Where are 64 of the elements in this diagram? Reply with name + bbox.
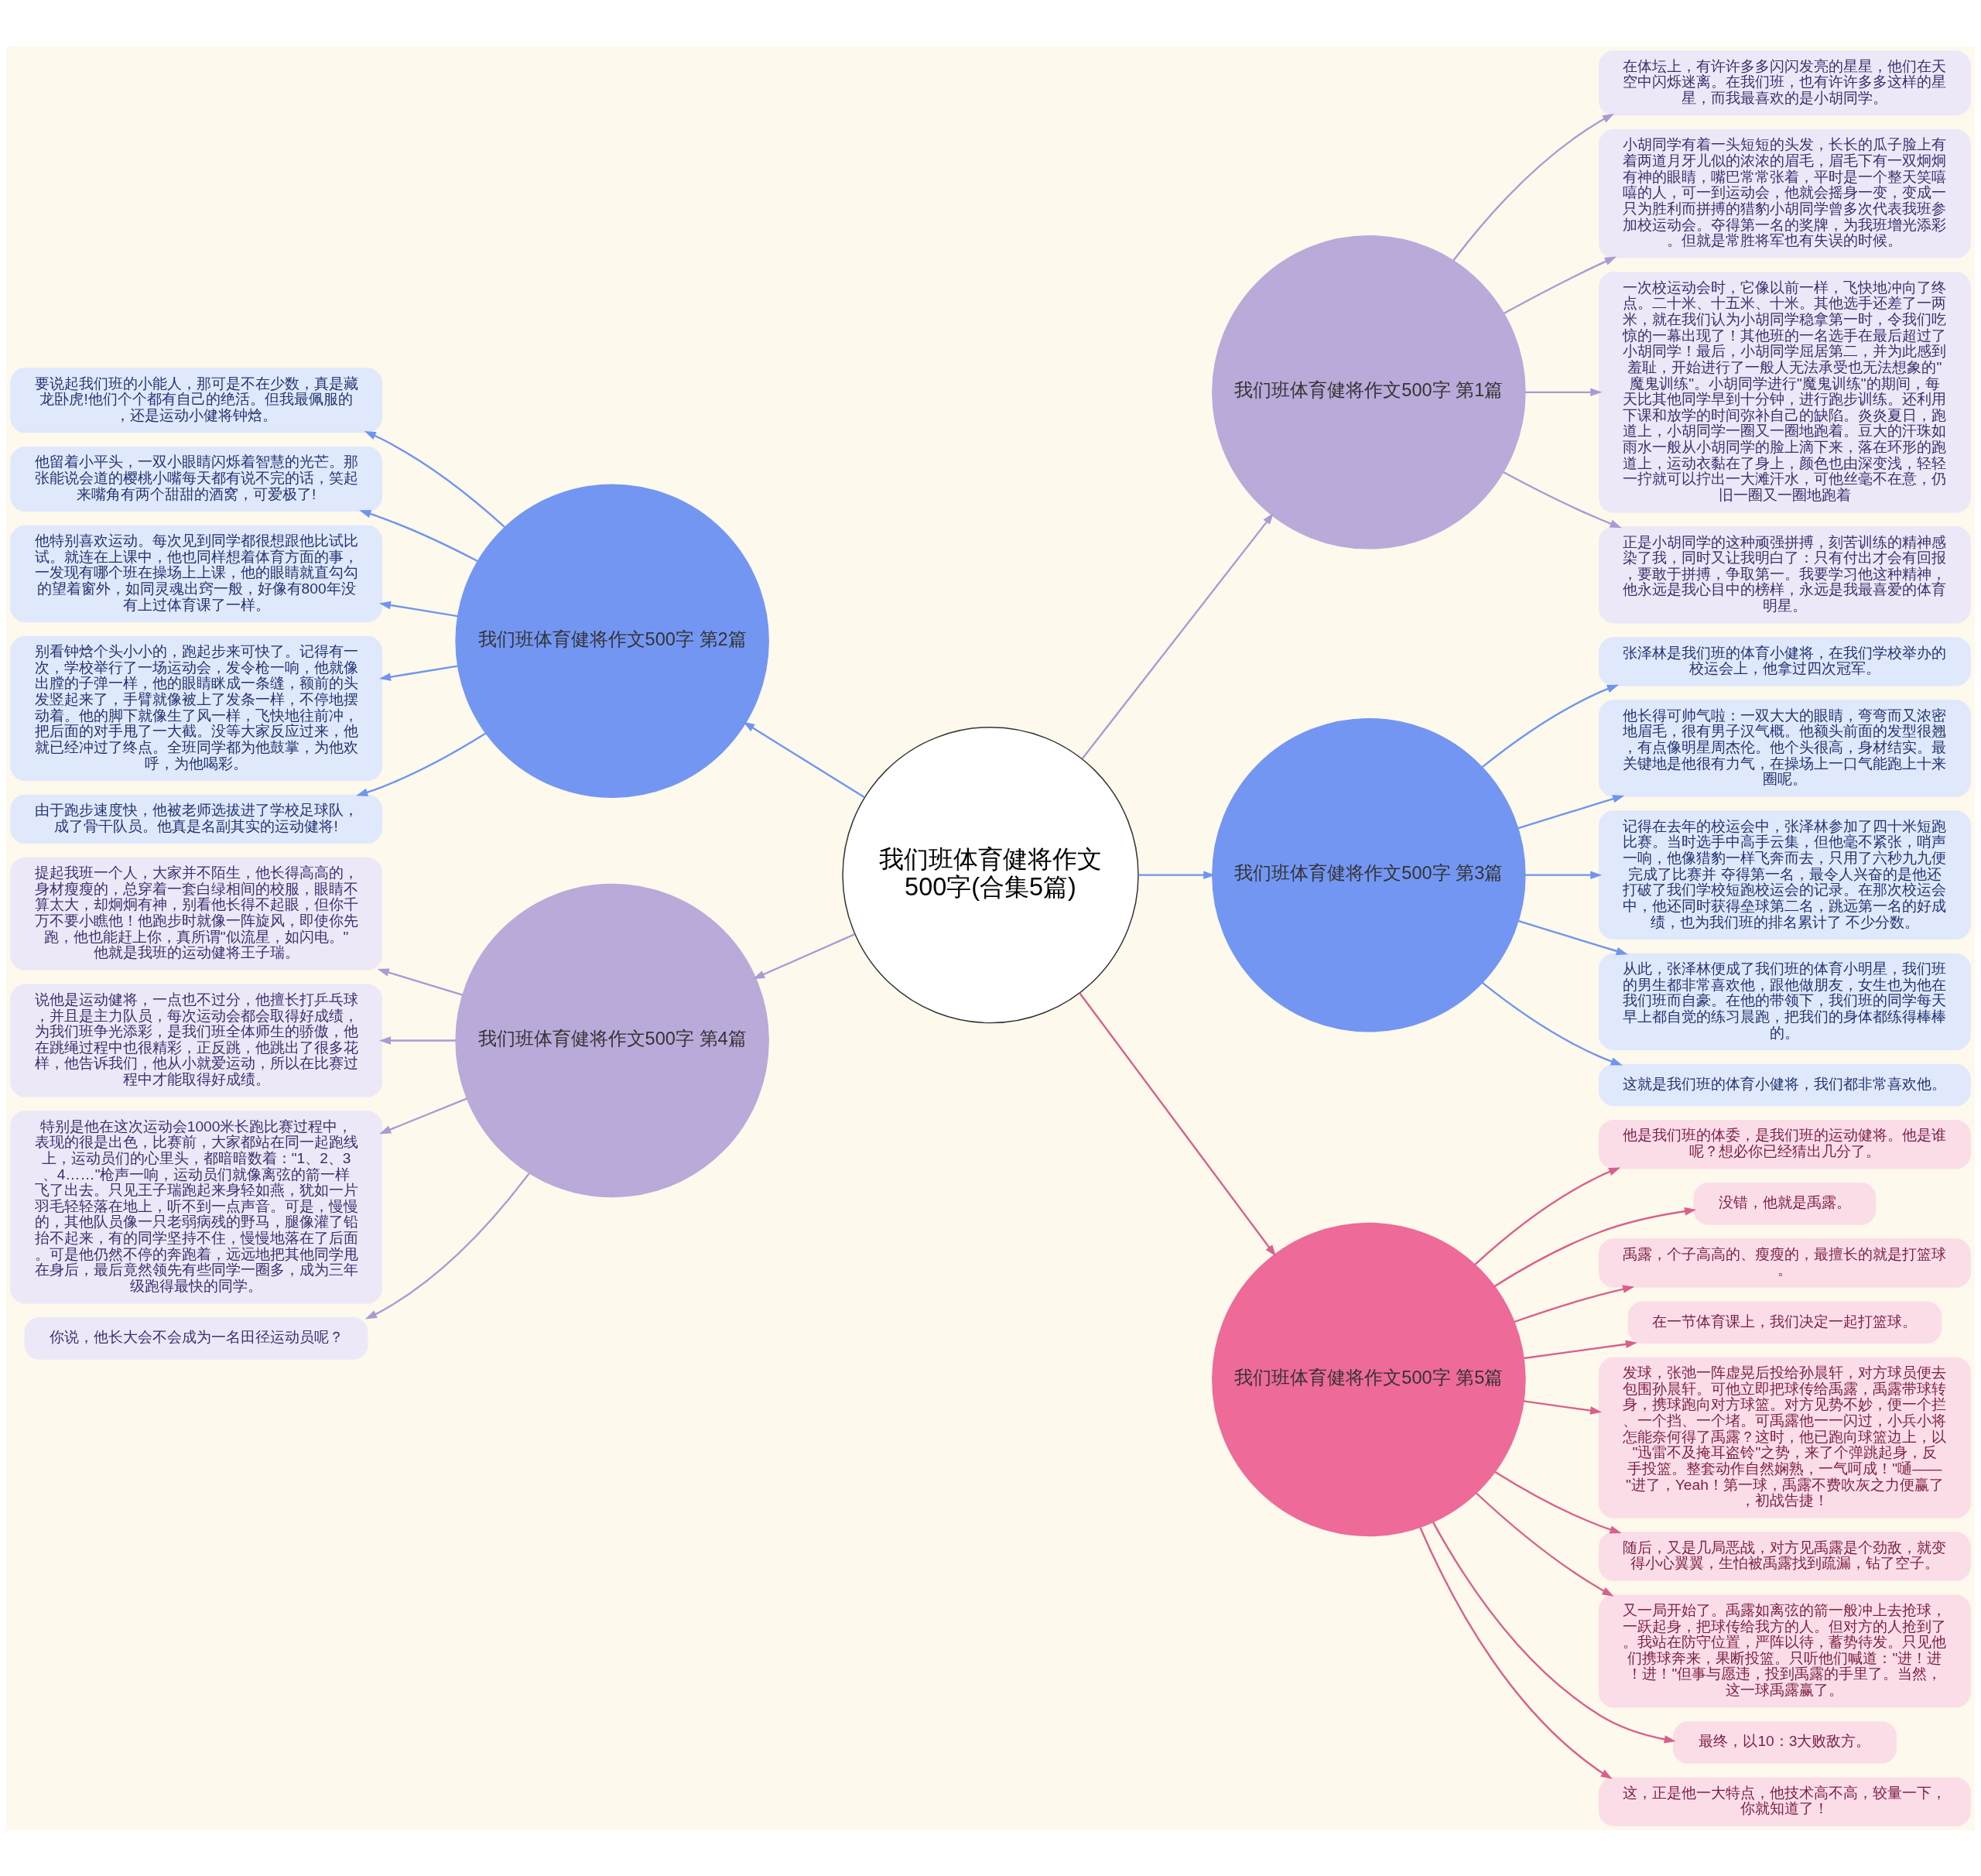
arrow bbox=[1432, 1522, 1676, 1744]
arrow bbox=[378, 664, 458, 681]
arrow bbox=[1474, 1166, 1621, 1265]
node-circle: 我们班体育健将作文500字 第5篇 bbox=[1212, 1222, 1526, 1536]
arrow bbox=[378, 601, 458, 617]
arrow bbox=[378, 1036, 456, 1045]
arrow bbox=[1524, 870, 1603, 879]
node-box: 特别是他在这次运动会1000米长跑比赛过程中，表现的很是出色，比赛前，大家都站在同一起跑线上，运动员们的心里头，都暗暗数着："1、2、3、4……"枪声一响，运动员们就像离弦的箭一样飞了出去。只见王子瑞跑起来身轻如燕，犹如一片羽毛轻轻落在地上，听不到一点声音。可是，慢慢的，其他队员像一只老弱病残的野马，腿像灌了铅抬不起来，有的同学坚持不住，慢慢地落在了后面。可是他仍然不停的奔跑着，远远地把其他同学甩在身后，最后竟然领先有些同学一圈多，成为三年级跑得最快的同学。 bbox=[10, 1110, 382, 1303]
node-box: 你说，他长大会不会成为一名田径运动员呢？ bbox=[24, 1316, 368, 1360]
node-box: 他是我们班的体委，是我们班的运动健将。他是谁呢？想必你已经猜出几分了。 bbox=[1599, 1119, 1971, 1169]
arrow bbox=[1079, 991, 1276, 1257]
node-box: 别看钟焓个头小小的，跑起步来可快了。记得有一次，学校举行了一场运动会，发令枪一响，他就像出膛的子弹一样，他的眼睛眯成一条缝，额前的头发竖起来了，手臂就像被上了发条一样，不停地摆动着。他的脚下就像生了风一样，飞快地往前冲，把后面的对手甩了一大截。没等大家反应过来，他就已经冲过了终点。全班同学都为他鼓掌，为他欢呼，为他喝彩。 bbox=[10, 635, 382, 781]
arrow bbox=[1452, 113, 1615, 261]
node-box: 在一节体育课上，我们决定一起打篮球。 bbox=[1627, 1300, 1942, 1344]
node-box: 禹露，个子高高的、瘦瘦的，最擅长的就是打篮球。 bbox=[1599, 1238, 1971, 1288]
arrow bbox=[1476, 1491, 1614, 1597]
node-box: 记得在去年的校运会中，张泽林参加了四十米短跑比赛。当时选手中高手云集，但他毫不紧张，哨声一响，他像猎豹一样飞奔而去，只用了六秒九九便完成了比赛并 夺得第一名，最令人兴奋的是他还打破了我们学校短跑校运会的记录。在那次校运会中，他还同时获得垒球第二名，跳远第一名的好成绩，也为我们班的排名累计了 不少分数。 bbox=[1599, 810, 1971, 940]
arrow bbox=[364, 1172, 530, 1319]
arrow bbox=[1481, 981, 1623, 1065]
node-box: 他留着小平头，一双小眼睛闪烁着智慧的光芒。那张能说会道的樱桃小嘴每天都有说不完的话，笑起来嘴角有两个甜甜的酒窝，可爱极了! bbox=[10, 446, 382, 512]
arrow bbox=[1081, 512, 1274, 759]
node-circle: 我们班体育健将作文500字 第1篇 bbox=[1212, 234, 1526, 549]
arrow bbox=[1523, 1399, 1603, 1415]
node-box: 这，正是他一大特点，他技术高不高，较量一下，你就知道了！ bbox=[1599, 1776, 1971, 1826]
arrow bbox=[1524, 388, 1603, 396]
arrow bbox=[377, 967, 464, 996]
arrow bbox=[1524, 1340, 1637, 1359]
node-box: 这就是我们班的体育小健将，我们都非常喜欢他。 bbox=[1599, 1063, 1971, 1106]
node-box: 没错，他就是禹露。 bbox=[1693, 1182, 1877, 1225]
node-box: 说他是运动健将，一点也不过分，他擅长打乒乓球，并且是主力队员，每次运动会都会取得好成绩，为我们班争光添彩，是我们班全体师生的骄傲，他在跳绳过程中也很精彩，正反跳，他跳出了很多花样，他告诉我们，他从小就爱运动，所以在比赛过程中才能取得好成绩。 bbox=[10, 984, 382, 1097]
node-box: 一次校运动会时，它像以前一样，飞快地冲向了终点。二十米、十五米、十米。其他选手还差了一两米，就在我们认为小胡同学稳拿第一时，令我们吃惊的一幕出现了！其他班的一名选手在最后超过了小胡同学！最后，小胡同学屈居第二，并为此感到羞耻，开始进行了一般人无法承受也无法想象的"魔鬼训练"。小胡同学进行"魔鬼训练"的期间，每天比其他同学早到十分钟，进行跑步训练。还利用下课和放学的时间弥补自己的缺陷。炎炎夏日，跑道上，小胡同学一圈又一圈地跑着。豆大的汗珠如雨水一般从小胡同学的脸上滴下来，落在环形的跑道上，运动衣黏在了身上，颜色也由深变浅，轻轻一拧就可以拧出一大滩汗水，可他丝毫不在意，仍旧一圈又一圈地跑着 bbox=[1599, 271, 1971, 512]
node-box: 在体坛上，有许许多多闪闪发亮的星星，他们在天空中闪烁迷离。在我们班，也有许许多多这样的星星，而我最喜欢的是小胡同学。 bbox=[1599, 50, 1971, 115]
node-box: 他特别喜欢运动。每次见到同学都很想跟他比试比试。就连在上课中，他也同样想着体育方面的事，一发现有哪个班在操场上上课，他的眼睛就直勾勾的望着窗外，如同灵魂出窍一般，好像有800年没有上过体育课了一样。 bbox=[10, 525, 382, 622]
node-box: 他长得可帅气啦：一双大大的眼睛，弯弯而又浓密地眉毛，很有男子汉气概。他额头前面的发型很翘，有点像明星周杰伦。他个头很高，身材结实。最关键地是他很有力气，在操场上一口气能跑上十来圈呢。 bbox=[1599, 699, 1971, 797]
node-circle: 我们班体育健将作文500字 第2篇 bbox=[455, 484, 769, 798]
node-box: 正是小胡同学的这种顽强拼搏，刻苦训练的精神感染了我，同时又让我明白了：只有付出才会有回报，要敢于拼搏，争取第一。我要学习他这种精神，他永远是我心目中的榜样，永远是我最喜爱的体育明星。 bbox=[1599, 525, 1971, 623]
node-box: 提起我班一个人，大家并不陌生，他长得高高的，身材瘦瘦的，总穿着一套白绿相间的校服，眼睛不算太大，却炯炯有神，别看他长得不起眼，但你千万不要小瞧他！他跑步时就像一阵旋风，即使你先跑，他也能赶上你，真所谓"似流星，如闪电。"他就是我班的运动健将王子瑞。 bbox=[10, 857, 382, 971]
node-circle: 我们班体育健将作文500字 第3篇 bbox=[1212, 717, 1526, 1032]
node-circle: 我们班体育健将作文500字 第4篇 bbox=[455, 883, 769, 1197]
node-box: 由于跑步速度快，他被老师选拔进了学校足球队，成了骨干队员。他真是名副其实的运动健将! bbox=[10, 794, 382, 844]
arrow bbox=[753, 933, 856, 979]
arrow bbox=[1481, 684, 1619, 768]
arrow bbox=[356, 732, 487, 796]
arrow bbox=[364, 430, 506, 528]
arrow bbox=[1504, 256, 1617, 314]
node-box: 张泽林是我们班的体育小健将，在我们学校举办的校运会上，他拿过四次冠军。 bbox=[1599, 636, 1971, 686]
arrow bbox=[1517, 794, 1625, 829]
node-box: 随后，又是几局恶战，对方见禹露是个劲敌，就变得小心翼翼，生怕被禹露找到疏漏，钻了空子。 bbox=[1599, 1531, 1971, 1581]
node-box: 又一局开始了。禹露如离弦的箭一般冲上去抢球，一跃起身，把球传给我方的人。但对方的人抢到了。我站在防守位置，严阵以待，蓄势待发。只见他们携球奔来，果断投篮。只听他们喊道："进！进！进！"但事与愿违，投到禹露的手里了。当然，这一球禹露赢了。 bbox=[1599, 1594, 1971, 1707]
node-box: 从此，张泽林便成了我们班的体育小明星，我们班的男生都非常喜欢他，跟他做朋友，女生也为他在我们班而自豪。在他的带领下，我们班的同学每天早上都自觉的练习晨跑，把我们的身体都练得棒棒的。 bbox=[1599, 953, 1971, 1050]
arrow bbox=[1503, 471, 1622, 528]
arrow bbox=[1514, 1285, 1635, 1323]
node-box: 小胡同学有着一头短短的头发，长长的瓜子脸上有着两道月牙儿似的浓浓的眉毛，眉毛下有一双炯炯有神的眼睛，嘴巴常常张着，平时是一个整天笑嘻嘻的人，可一到运动会，他就会摇身一变，变成一只为胜利而拼搏的猎豹小胡同学曾多次代表我班参加校运动会。夺得第一名的奖牌，为我班增光添彩。但就是常胜将军也有失误的时候。 bbox=[1599, 128, 1971, 258]
node-box: 发球，张弛一阵虚晃后投给孙晨轩，对方球员便去包围孙晨轩。可他立即把球传给禹露，禹露带球转身，携球跑向对方球篮。对方见势不妙，便一个拦、一个挡、一个堵。可禹露他一一闪过，小兵小将怎能奈何得了禹露？这时，他已跑向球篮边上，以"迅雷不及掩耳盗铃"之势，来了个弹跳起身，反手投篮。整套动作自然娴熟，一气呵成！"嗵——"进了，Yeah！第一球，禹露不费吹灰之力便赢了，初战告捷！ bbox=[1599, 1357, 1971, 1518]
arrow bbox=[379, 1097, 467, 1134]
node-box: 要说起我们班的小能人，那可是不在少数，真是藏龙卧虎!他们个个都有自己的绝活。但我最佩服的，还是运动小健将钟焓。 bbox=[10, 367, 382, 433]
arrow bbox=[359, 509, 478, 562]
node-circle: 我们班体育健将作文500字(合集5篇) bbox=[842, 726, 1139, 1023]
arrow bbox=[743, 721, 865, 798]
arrow bbox=[1493, 1207, 1697, 1287]
arrow bbox=[1517, 919, 1628, 955]
arrow bbox=[1494, 1470, 1622, 1533]
arrow bbox=[1419, 1526, 1613, 1779]
node-box: 最终，以10：3大败敌方。 bbox=[1672, 1720, 1897, 1764]
